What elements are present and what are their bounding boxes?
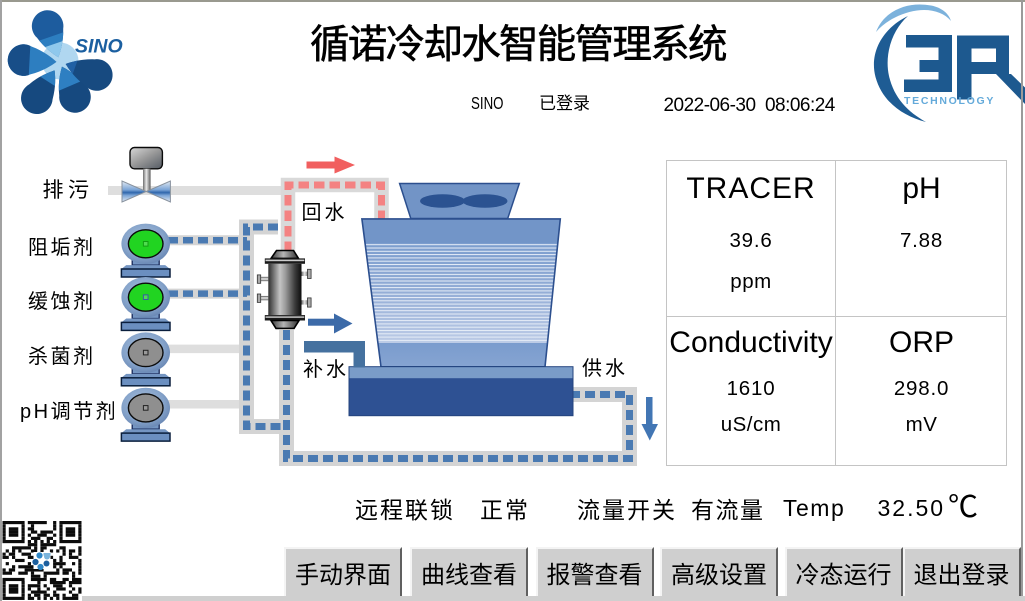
svg-text:TECHNOLOGY: TECHNOLOGY bbox=[904, 95, 995, 107]
svg-text:SINO: SINO bbox=[75, 36, 123, 58]
